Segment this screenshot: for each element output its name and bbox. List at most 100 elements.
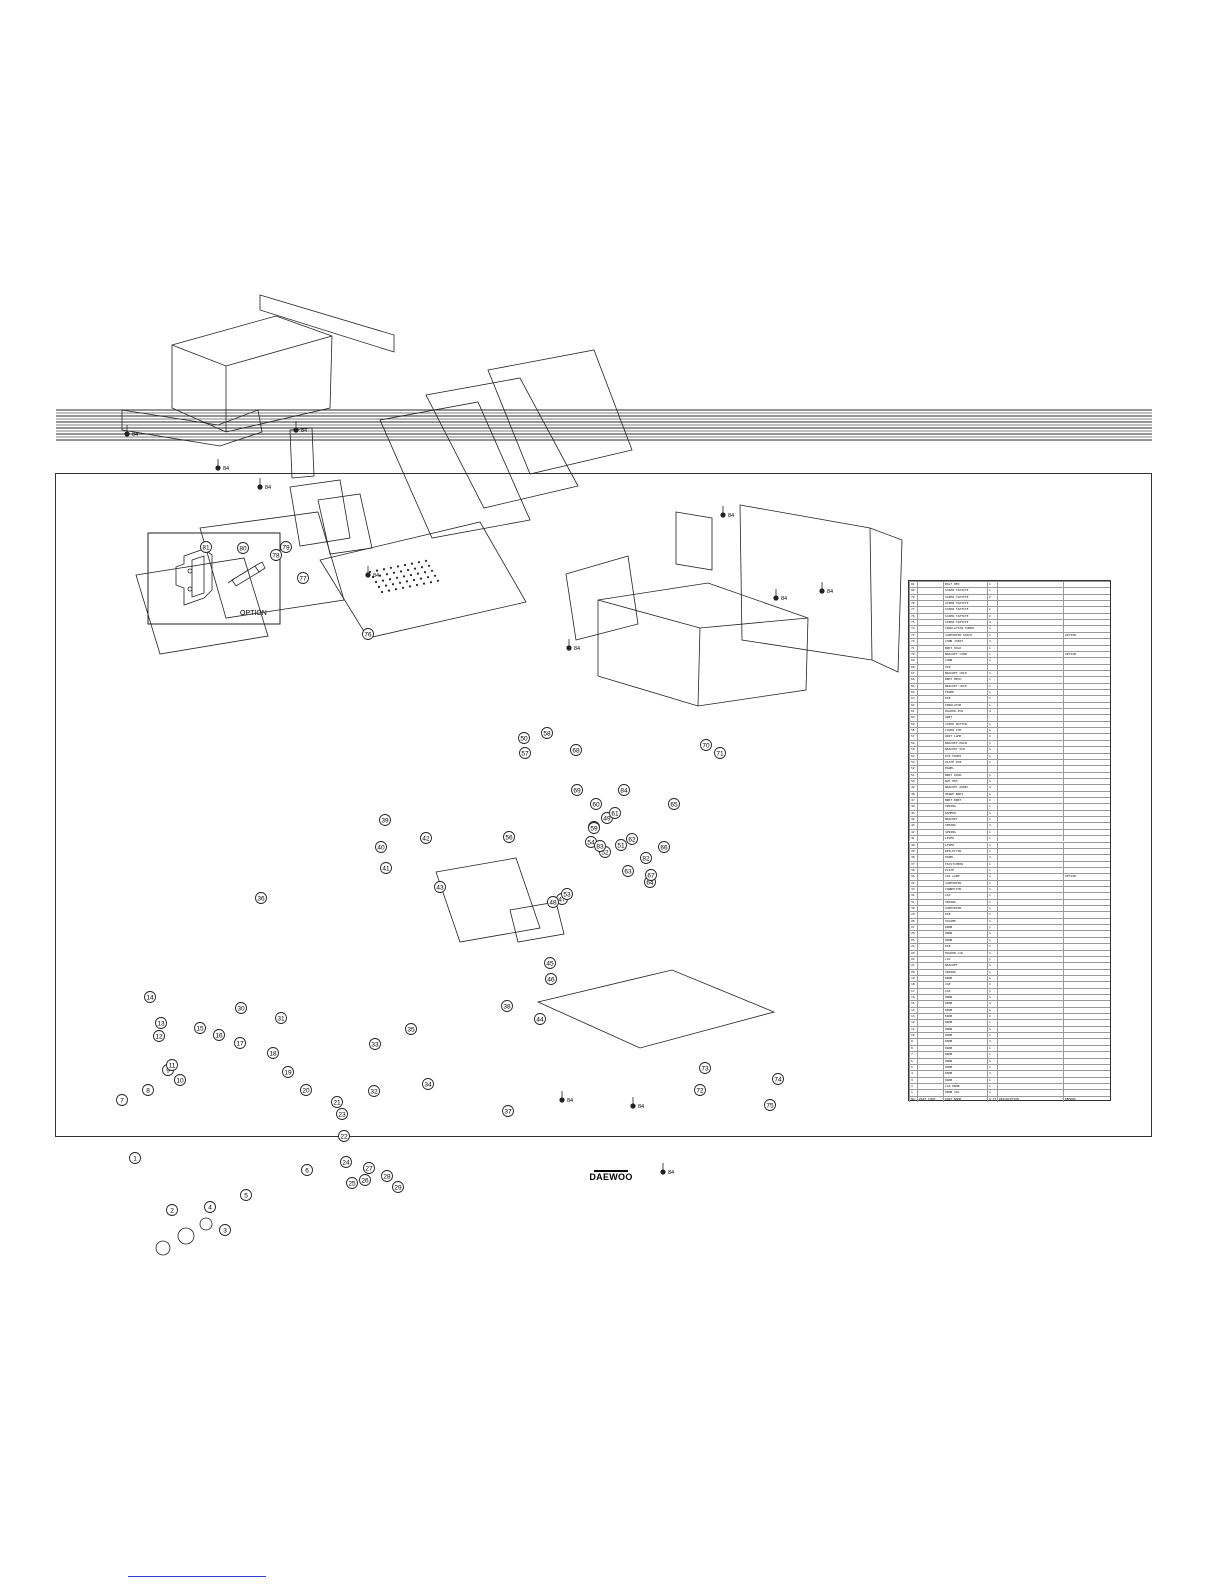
- front-board-part: [425, 377, 579, 509]
- parts-table-cell: [1063, 709, 1112, 715]
- parts-table-cell: [917, 798, 943, 804]
- vent-hole: [396, 565, 400, 568]
- parts-table-cell: [997, 594, 1063, 601]
- parts-table-cell: [997, 728, 1063, 734]
- parts-table-row: 60 UNIT: [909, 714, 1110, 721]
- parts-table-cell: 1: [987, 861, 997, 867]
- parts-table-cell: [917, 937, 943, 944]
- parts-table-cell: [1063, 1071, 1112, 1077]
- parts-table-cell: 1: [987, 677, 997, 683]
- callout-bubble: 10: [174, 1074, 186, 1086]
- parts-table-cell: DESCRIPTION: [997, 1096, 1063, 1102]
- parts-table-cell: 60: [909, 715, 917, 721]
- parts-table-cell: 1: [987, 829, 997, 836]
- callout-bubble: 35: [405, 1023, 417, 1035]
- parts-table-cell: [997, 1045, 1063, 1052]
- parts-table-cell: [917, 1039, 943, 1045]
- callout-bubble: 2: [166, 1204, 178, 1216]
- parts-table-cell: 8: [909, 1045, 917, 1052]
- callout-bubble: 20: [300, 1084, 312, 1096]
- parts-table-cell: 1: [987, 588, 997, 594]
- parts-table-cell: [917, 778, 943, 785]
- callout-number: 67: [647, 872, 655, 879]
- parts-table-cell: [997, 683, 1063, 689]
- parts-table-cell: [917, 988, 943, 994]
- parts-table-cell: 32: [909, 893, 917, 899]
- parts-table-cell: [917, 950, 943, 956]
- parts-table-cell: [1063, 944, 1112, 950]
- screw-label: 84: [567, 1098, 573, 1104]
- callout-bubble: 4: [204, 1201, 216, 1213]
- parts-table-cell: [997, 918, 1063, 925]
- parts-table-cell: [917, 766, 943, 772]
- parts-table-cell: 37: [909, 861, 917, 867]
- parts-table-cell: [1063, 791, 1112, 797]
- vent-hole: [409, 573, 413, 577]
- callout-bubble: 22: [338, 1130, 350, 1142]
- parts-table-cell: [917, 1083, 943, 1090]
- parts-table-cell: 39: [909, 848, 917, 855]
- callout-number: 20: [302, 1087, 310, 1094]
- callout-bubble: 78: [270, 549, 282, 561]
- parts-table-cell: [1063, 613, 1112, 620]
- parts-table-cell: 1: [987, 925, 997, 931]
- parts-table-cell: [917, 861, 943, 867]
- parts-table-cell: ESCUTCHEON: [943, 861, 987, 867]
- callout-number: 73: [701, 1065, 709, 1072]
- parts-table-cell: 62: [909, 702, 917, 709]
- parts-table-cell: 1: [987, 651, 997, 658]
- parts-table-cell: [997, 798, 1063, 804]
- callout-bubble: 21: [331, 1096, 343, 1108]
- screw-label: 84: [132, 432, 138, 438]
- parts-table-cell: 6: [909, 1058, 917, 1064]
- parts-table-cell: [997, 988, 1063, 994]
- parts-table-cell: KNOB: [943, 1058, 987, 1064]
- parts-table-cell: 42: [909, 829, 917, 836]
- parts-table-cell: 38: [909, 855, 917, 861]
- parts-table-cell: 58: [909, 728, 917, 734]
- vent-hole: [410, 562, 414, 565]
- parts-table-cell: [917, 690, 943, 696]
- parts-table-cell: PCB: [943, 664, 987, 670]
- parts-table-cell: 65: [909, 683, 917, 689]
- parts-table-cell: [997, 721, 1063, 728]
- parts-table-cell: [1063, 1083, 1112, 1090]
- parts-table-cell: [997, 1033, 1063, 1039]
- parts-table-cell: 1: [987, 645, 997, 651]
- parts-table-cell: 55: [909, 747, 917, 753]
- parts-table-cell: [917, 963, 943, 969]
- parts-table-cell: [917, 651, 943, 658]
- parts-table-cell: UNIT: [943, 715, 987, 721]
- parts-table-cell: [1063, 975, 1112, 982]
- parts-table-cell: [997, 817, 1063, 823]
- parts-table-cell: 19: [909, 975, 917, 982]
- callout-bubble: 12: [153, 1030, 165, 1042]
- parts-table-cell: [917, 874, 943, 880]
- callout-number: 38: [503, 1003, 511, 1010]
- parts-table-cell: 14: [909, 1007, 917, 1014]
- callout-bubble: 28: [381, 1170, 393, 1182]
- parts-table-cell: 1: [987, 632, 997, 639]
- callout-number: 14: [146, 994, 154, 1001]
- callout-number: 82: [642, 855, 650, 862]
- option-bolt-part: [227, 561, 266, 587]
- parts-table-cell: 1: [987, 912, 997, 918]
- parts-table-cell: [1063, 702, 1112, 709]
- parts-table-cell: [1063, 855, 1112, 861]
- parts-table-cell: INSULATOR: [943, 702, 987, 709]
- callout-number: 35: [407, 1026, 415, 1033]
- parts-table-cell: CAP: [943, 982, 987, 988]
- parts-table-cell: 1: [987, 988, 997, 994]
- callout-bubble: 50: [518, 732, 530, 744]
- parts-table-cell: KNOB: [943, 1052, 987, 1058]
- bottom-link-underline[interactable]: [128, 1576, 266, 1577]
- screw-part: [660, 1163, 666, 1175]
- parts-table-cell: 2: [987, 613, 997, 620]
